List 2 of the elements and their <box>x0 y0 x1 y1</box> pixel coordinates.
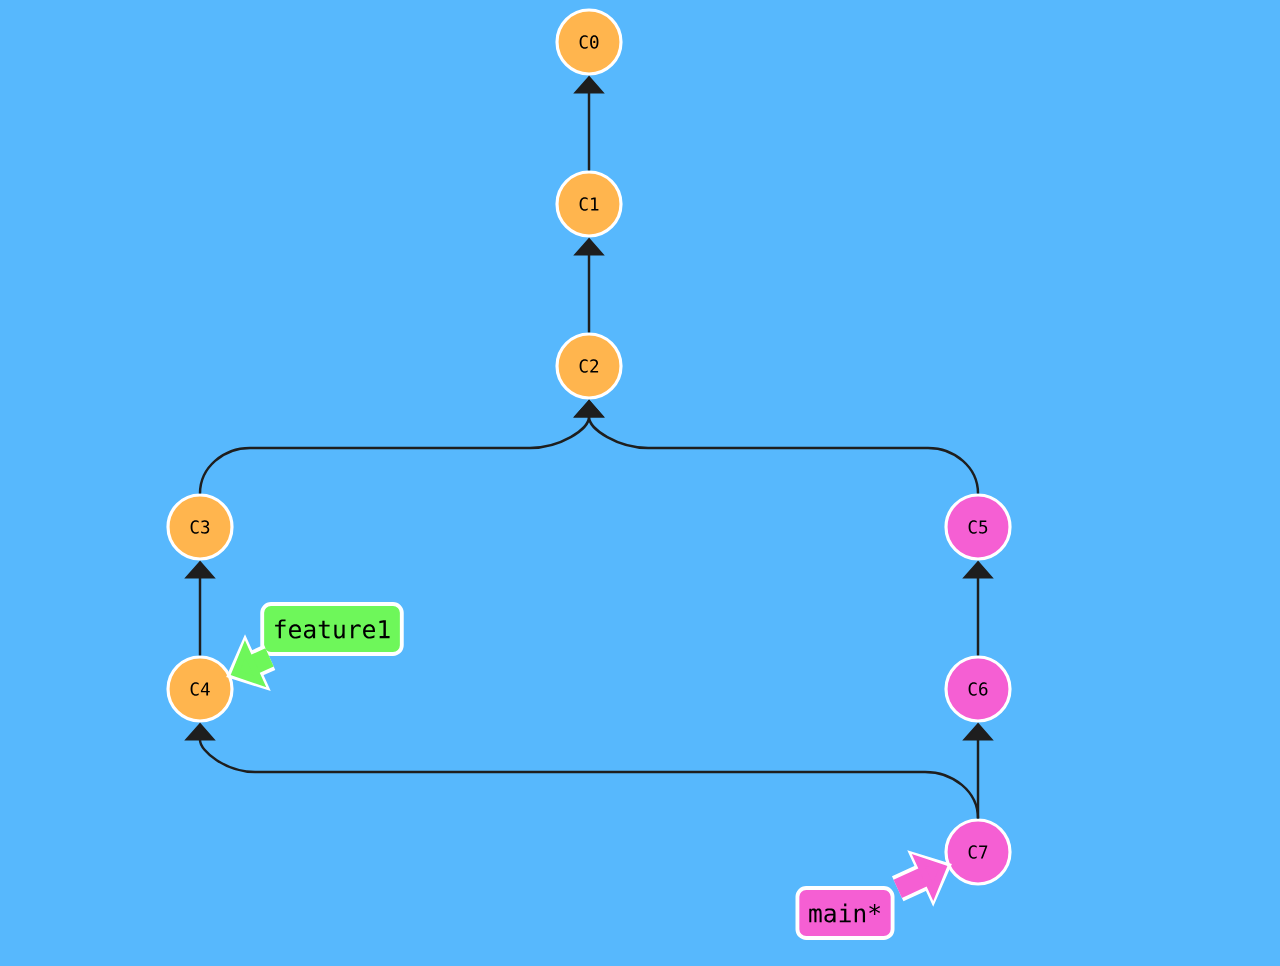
branch-label: main* <box>795 886 895 940</box>
branch-label: feature1 <box>260 602 404 656</box>
